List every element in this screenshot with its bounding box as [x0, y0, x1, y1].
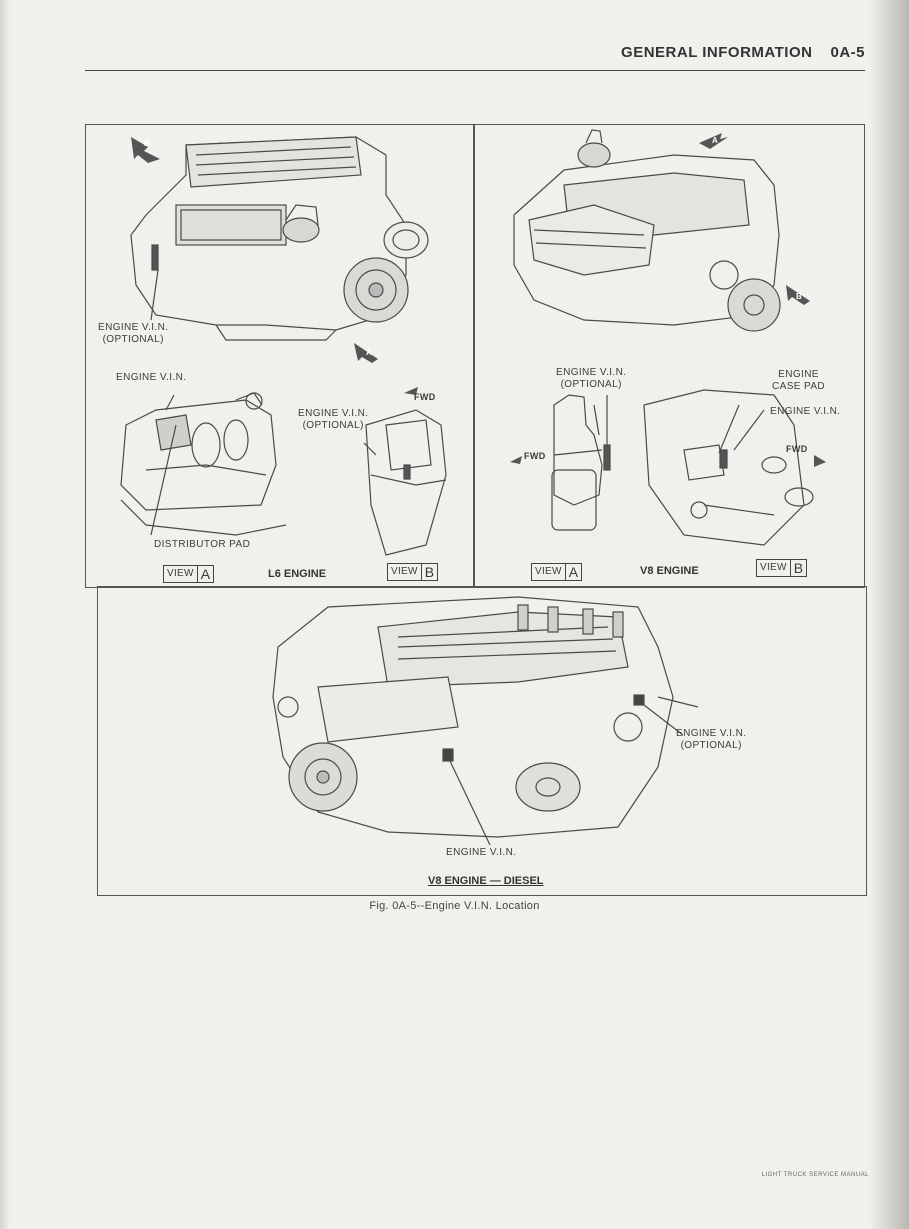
- diesel-vin-label: ENGINE V.I.N.: [446, 847, 517, 858]
- l6-vin-optional-view-b-label: ENGINE V.I.N. (OPTIONAL): [298, 408, 369, 431]
- v8-vin-label: ENGINE V.I.N.: [770, 406, 841, 417]
- v8-view-b-word: VIEW: [760, 562, 787, 573]
- panel-v8-engine: ENGINE V.I.N. (OPTIONAL) ENGINE CASE PAD…: [473, 124, 865, 588]
- v8-fwd-right-label: FWD: [786, 444, 808, 454]
- v8-view-a-word: VIEW: [535, 566, 562, 577]
- l6-view-a-letter: A: [196, 566, 213, 582]
- l6-view-a-word: VIEW: [167, 568, 194, 579]
- l6-vin-label: ENGINE V.I.N.: [116, 372, 187, 383]
- page-header: GENERAL INFORMATION 0A-5: [85, 42, 865, 71]
- header-section: GENERAL INFORMATION: [621, 44, 813, 61]
- diesel-engine-illustration: [272, 596, 699, 846]
- l6-vin-optional-label: ENGINE V.I.N. (OPTIONAL): [98, 322, 169, 345]
- v8-engine-caption: V8 ENGINE: [640, 565, 699, 577]
- v8-arrow-b-label: B: [796, 292, 803, 301]
- figure-caption: Fig. 0A-5--Engine V.I.N. Location: [369, 900, 540, 912]
- v8-view-a-box: VIEW A: [531, 563, 583, 581]
- v8-engine-illustration: [510, 129, 826, 546]
- l6-view-b-word: VIEW: [391, 566, 418, 577]
- v8-fwd-left-label: FWD: [524, 451, 546, 461]
- header-title: GENERAL INFORMATION 0A-5: [621, 44, 865, 61]
- l6-engine-caption: L6 ENGINE: [268, 568, 327, 580]
- v8-case-pad-label: ENGINE CASE PAD: [772, 369, 826, 392]
- l6-arrow-a-label: A: [366, 348, 373, 357]
- l6-view-b-letter: B: [420, 564, 437, 580]
- v8-view-b-letter: B: [789, 560, 806, 576]
- page-edge-right: [869, 0, 909, 1229]
- page-edge-left: [0, 0, 10, 1229]
- v8-view-a-letter: A: [564, 564, 581, 580]
- v8-view-b-box: VIEW B: [756, 559, 808, 577]
- l6-view-b-box: VIEW B: [387, 563, 439, 581]
- page-footer: LIGHT TRUCK SERVICE MANUAL: [761, 1172, 869, 1178]
- diesel-vin-optional-label: ENGINE V.I.N. (OPTIONAL): [676, 728, 747, 751]
- l6-fwd-label: FWD: [414, 392, 436, 402]
- l6-arrow-b-label: B: [144, 139, 151, 148]
- header-page-number: 0A-5: [830, 44, 865, 61]
- l6-engine-illustration: [120, 136, 447, 556]
- v8-arrow-a-label: A: [712, 136, 719, 145]
- v8-vin-optional-label: ENGINE V.I.N. (OPTIONAL): [556, 367, 627, 390]
- panel-l6-engine: ENGINE V.I.N. (OPTIONAL) ENGINE V.I.N. E…: [85, 124, 475, 588]
- panel-v8-diesel-engine: ENGINE V.I.N. (OPTIONAL) ENGINE V.I.N. V…: [97, 586, 867, 896]
- l6-distributor-pad-label: DISTRIBUTOR PAD: [154, 539, 251, 550]
- engine-vin-figure: ENGINE V.I.N. (OPTIONAL) ENGINE V.I.N. E…: [85, 124, 867, 896]
- l6-view-a-box: VIEW A: [163, 565, 215, 583]
- diesel-engine-caption: V8 ENGINE — DIESEL: [428, 875, 544, 887]
